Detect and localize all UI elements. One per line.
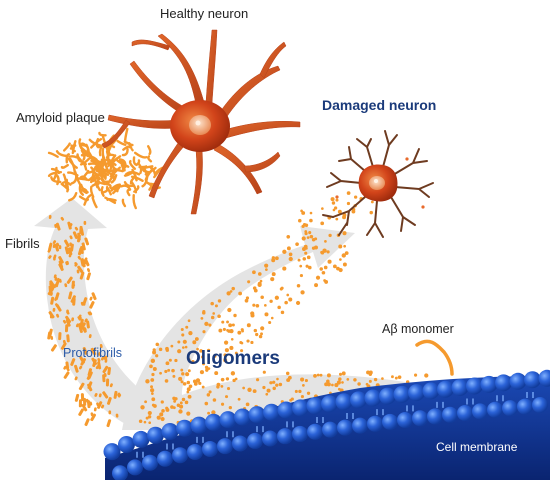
healthy-neuron-label: Healthy neuron <box>160 6 249 21</box>
abeta-monomer-icon <box>415 339 454 376</box>
healthy-neuron-icon <box>101 29 301 215</box>
damaged-neuron-icon <box>322 130 434 238</box>
amyloid-plaque-icon <box>47 127 164 210</box>
oligomer-particles <box>47 191 430 428</box>
oligomers-label: Oligomers <box>186 348 280 369</box>
amyloid-plaque-label: Amyloid plaque <box>16 110 105 125</box>
abeta-monomer-label: Aβ monomer <box>382 322 454 336</box>
cell-membrane-icon <box>103 369 550 480</box>
damaged-neuron-label: Damaged neuron <box>322 97 437 113</box>
protofibrils-label: Protofibrils <box>63 346 123 360</box>
fibrils-label: Fibrils <box>5 236 40 251</box>
fibril-pathway-arrow <box>34 198 215 430</box>
oligomer-pathway-arrow <box>122 226 440 430</box>
aggregation-arrows <box>34 198 440 430</box>
cell-membrane-label: Cell membrane <box>436 440 518 454</box>
